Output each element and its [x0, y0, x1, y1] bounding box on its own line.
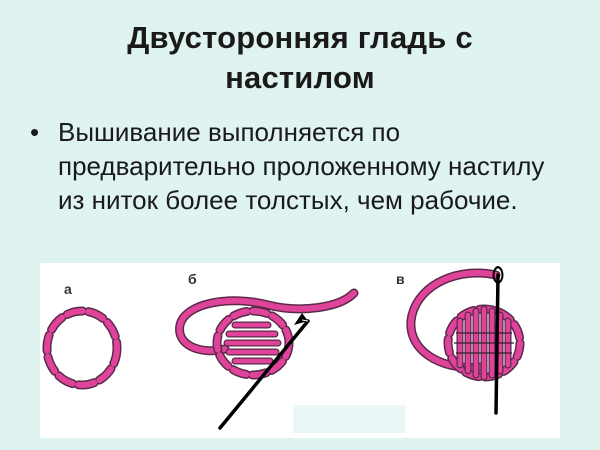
needle-icon [492, 265, 504, 415]
title-line-2: настилом [225, 60, 375, 95]
label-b: б [188, 271, 197, 287]
panel-a-stitch-oval [42, 306, 122, 390]
needle-icon [218, 313, 310, 430]
bullet-item: • Вышивание выполняется по предварительн… [30, 115, 570, 217]
title-line-1: Двусторонняя гладь с [127, 20, 473, 55]
embroidery-illustration: а б в [40, 263, 560, 438]
slide-title: Двусторонняя гладь с настилом [0, 18, 600, 98]
caption-placeholder [293, 405, 405, 433]
bullet-text: Вышивание выполняется по предварительно … [58, 117, 545, 215]
panel-c-satin [406, 265, 525, 415]
label-v: в [396, 271, 405, 287]
label-a: а [64, 281, 72, 297]
panel-b-padding [175, 288, 359, 430]
bullet-symbol: • [30, 117, 40, 147]
stitch-drawings [42, 265, 525, 430]
